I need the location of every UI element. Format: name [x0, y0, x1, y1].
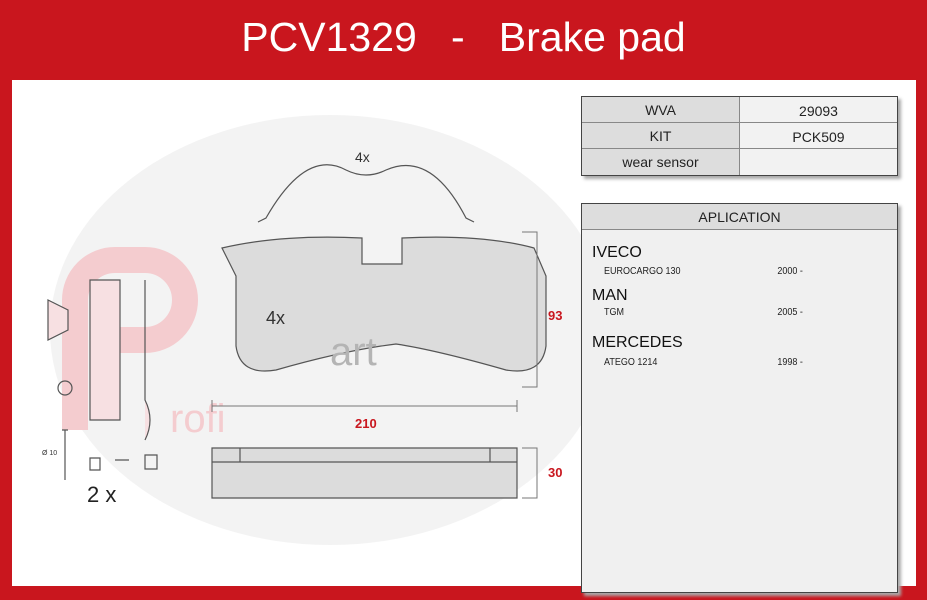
spring-clip — [257, 164, 475, 223]
model-name: ATEGO 1214 — [604, 357, 658, 368]
page-title: PCV1329 - Brake pad — [241, 14, 686, 60]
pad-qty: 4x — [266, 308, 285, 328]
spec-row-wear-sensor: wear sensor — [582, 149, 897, 175]
brake-pad-front — [221, 236, 547, 372]
model-name: TGM — [604, 307, 624, 318]
brake-pad-side — [211, 447, 518, 499]
model-name: EUROCARGO 130 — [604, 266, 681, 277]
model-years: 1998 - — [777, 357, 803, 368]
make-name: MAN — [592, 287, 628, 304]
application-table: APLICATION IVECO EUROCARGO 130 2000 - MAN… — [581, 203, 898, 593]
spec-value: PCK509 — [740, 123, 897, 148]
model-row: ATEGO 1214 1998 - — [604, 357, 868, 368]
model-row: TGM 2005 - — [604, 307, 868, 318]
make-name: IVECO — [592, 244, 642, 261]
spec-value: 29093 — [740, 97, 897, 122]
width-dimension: 210 — [355, 416, 377, 431]
spec-label: WVA — [582, 97, 740, 122]
model-row: EUROCARGO 130 2000 - — [604, 266, 868, 277]
model-years: 2005 - — [777, 307, 803, 318]
spec-label: wear sensor — [582, 149, 740, 175]
spec-value — [740, 149, 897, 175]
watermark-logo-art: art — [330, 330, 377, 374]
make-name: MERCEDES — [592, 334, 683, 351]
svg-text:rofi: rofi — [170, 397, 226, 441]
application-header: APLICATION — [582, 204, 897, 230]
model-years: 2000 - — [777, 266, 803, 277]
height-dimension: 93 — [548, 308, 562, 323]
thickness-dimension: 30 — [548, 465, 562, 480]
spec-label: KIT — [582, 123, 740, 148]
pin-diameter: Ø 10 — [42, 450, 57, 457]
spring-qty: 4x — [355, 149, 370, 165]
kit-qty: 2 x — [87, 482, 116, 507]
